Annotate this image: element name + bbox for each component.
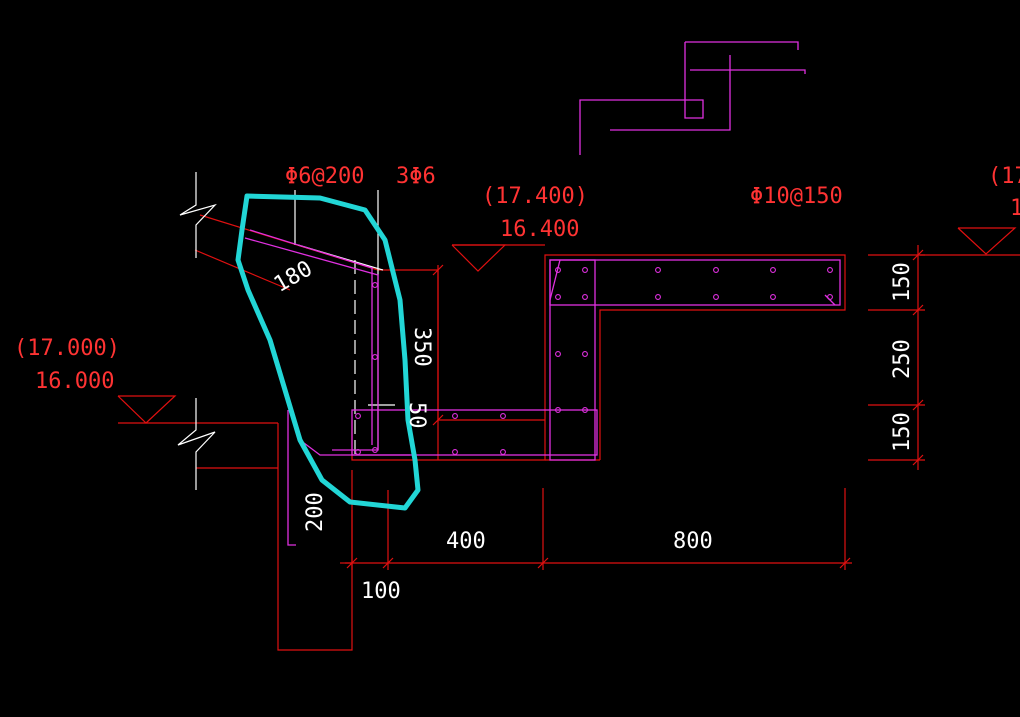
elev-middle-design: (17.400) xyxy=(482,184,588,209)
rebar-dot xyxy=(582,351,588,357)
rebar-dots xyxy=(355,267,833,455)
elev-middle-structural: 16.400 xyxy=(500,217,579,242)
rebar-dot xyxy=(770,294,776,300)
rebar-dot xyxy=(452,413,458,419)
rebar-dot xyxy=(555,294,561,300)
rebar-dot xyxy=(827,267,833,273)
label-stirrup-right: Φ10@150 xyxy=(750,184,843,209)
dim-150-bottom: 150 xyxy=(890,412,915,452)
rebar-dot xyxy=(655,294,661,300)
dim-800: 800 xyxy=(673,529,713,554)
rebar-cage xyxy=(244,229,841,546)
dim-350: 350 xyxy=(409,327,434,367)
rebar-dot xyxy=(582,267,588,273)
structure-outline xyxy=(117,214,1020,651)
dim-150-top: 150 xyxy=(890,262,915,302)
dim-50: 50 xyxy=(404,402,429,429)
elev-left-design: (17.000) xyxy=(14,336,120,361)
rebar-dot xyxy=(582,294,588,300)
rebar-dot xyxy=(355,413,361,419)
elev-left-structural: 16.000 xyxy=(35,369,114,394)
rebar-dot xyxy=(555,351,561,357)
rebar-dot xyxy=(355,449,361,455)
rebar-dot xyxy=(582,407,588,413)
elev-right-structural: 1 xyxy=(1010,196,1020,221)
rebar-dot xyxy=(713,267,719,273)
dim-250: 250 xyxy=(890,339,915,379)
rebar-dot xyxy=(500,413,506,419)
rebar-dot xyxy=(372,447,378,453)
dim-200: 200 xyxy=(303,492,328,532)
highlight-freehand-loop xyxy=(235,193,421,511)
dim-180: 180 xyxy=(270,256,317,298)
dim-100: 100 xyxy=(361,579,401,604)
label-stirrup-left: Φ6@200 xyxy=(285,164,364,189)
break-lines-and-leaders xyxy=(177,172,395,490)
label-main-left: 3Φ6 xyxy=(396,164,436,189)
rebar-bend-detail xyxy=(579,41,806,155)
rebar-dot xyxy=(555,407,561,413)
rebar-dot xyxy=(770,267,776,273)
dim-400: 400 xyxy=(446,529,486,554)
rebar-dot xyxy=(713,294,719,300)
rebar-dot xyxy=(372,354,378,360)
rebar-dot xyxy=(655,267,661,273)
rebar-dot xyxy=(372,282,378,288)
rebar-dot xyxy=(555,267,561,273)
rebar-dot xyxy=(452,449,458,455)
elev-right-design: (17 xyxy=(988,164,1020,189)
rebar-dot xyxy=(500,449,506,455)
rebar-dot xyxy=(827,294,833,300)
